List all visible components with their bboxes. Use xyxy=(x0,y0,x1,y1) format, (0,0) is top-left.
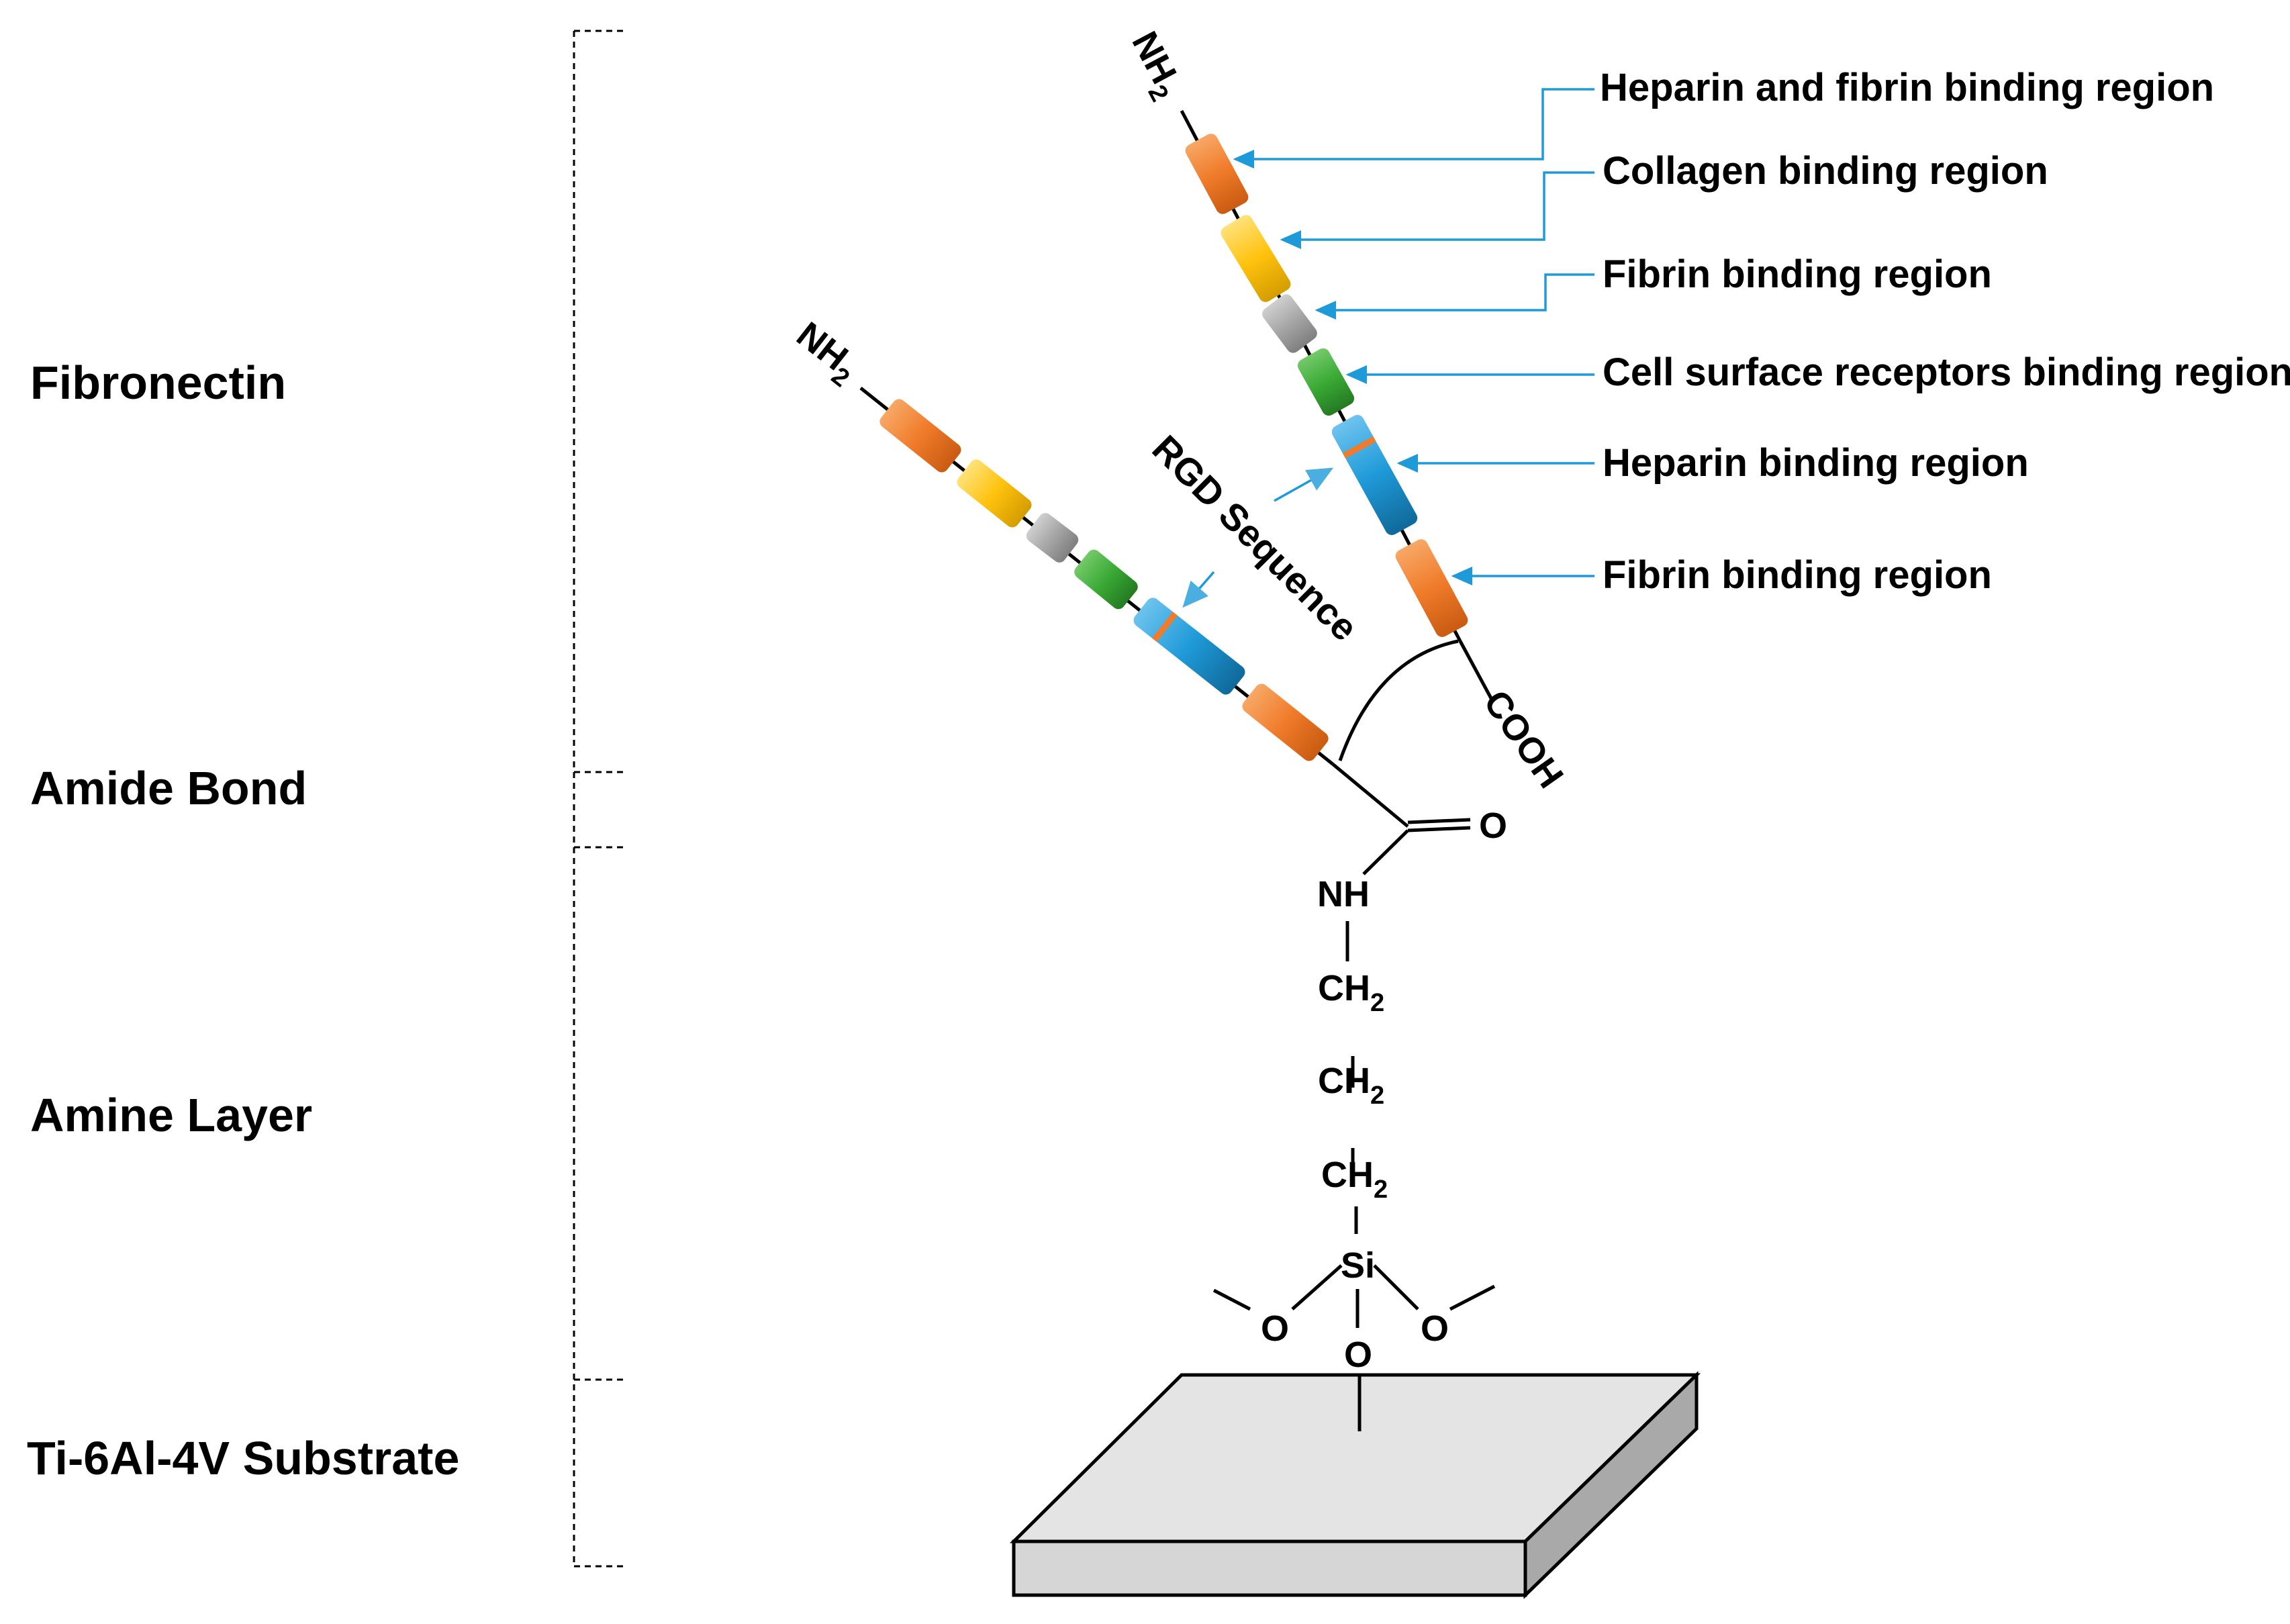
chain-right-segment-cell-receptor xyxy=(1297,348,1355,416)
region-arrow-2 xyxy=(1315,273,1594,320)
label-o-carbonyl: O xyxy=(1479,806,1507,846)
chain-right-segment-heparin xyxy=(1331,415,1418,535)
chain-right-rgd-marker xyxy=(1342,436,1376,459)
fibronectin-chain-left: NH2 xyxy=(785,314,1334,765)
region-label-3: Cell surface receptors binding region xyxy=(1603,350,2290,394)
label-o-left: O xyxy=(1261,1308,1289,1349)
chain-right-cooh: COOH xyxy=(1476,683,1571,795)
angle-arc xyxy=(1338,639,1459,761)
substrate-slab xyxy=(1009,1371,1701,1599)
layer-label-amine-layer: Amine Layer xyxy=(30,1089,312,1141)
layer-label-amide-bond: Amide Bond xyxy=(30,762,307,814)
amine-chain xyxy=(1212,763,1496,1431)
chain-right-segment-collagen xyxy=(1221,215,1291,302)
chain-left-segment-collagen xyxy=(957,459,1032,528)
chain-right-cooh-bond xyxy=(1458,640,1494,701)
chain-right-nh2: NH2 xyxy=(1118,25,1191,106)
chain-left-segment-cell-receptor xyxy=(1074,549,1138,610)
fibronectin-chain-right: NH2 COOH xyxy=(1118,25,1571,795)
chain-right-segment-fibrin xyxy=(1262,294,1317,353)
label-ch2-1: CH2 xyxy=(1318,968,1384,1017)
region-labels: Heparin and fibrin binding region Collag… xyxy=(1600,66,2290,597)
region-label-0: Heparin and fibrin binding region xyxy=(1600,66,2214,109)
layer-brackets xyxy=(573,30,624,1568)
label-o-right: O xyxy=(1421,1308,1449,1349)
layer-labels: Fibronectin Amide Bond Amine Layer Ti-6A… xyxy=(27,356,459,1484)
chain-left-rgd-marker xyxy=(1151,612,1178,642)
label-si: Si xyxy=(1341,1245,1375,1286)
chain-left-nh2: NH2 xyxy=(785,314,867,393)
region-label-1: Collagen binding region xyxy=(1603,149,2048,193)
layer-label-substrate: Ti-6Al-4V Substrate xyxy=(27,1432,459,1484)
chemistry-labels: O NH CH2 CH2 CH2 Si O O O xyxy=(1261,806,1507,1375)
region-arrow-1 xyxy=(1280,171,1594,249)
chain-left-segment-fibrin-c xyxy=(1242,683,1329,761)
region-label-4: Heparin binding region xyxy=(1603,441,2029,485)
chain-left-segment-fibrin xyxy=(1026,513,1079,563)
rgd-arrow-upper xyxy=(1274,467,1334,502)
chain-right-segment-heparin-fibrin xyxy=(1185,134,1249,214)
label-ch2-3: CH2 xyxy=(1321,1155,1388,1204)
label-o-bottom: O xyxy=(1344,1335,1372,1375)
region-label-2: Fibrin binding region xyxy=(1603,252,1992,296)
label-nh: NH xyxy=(1317,874,1370,914)
substrate-front-face xyxy=(1012,1539,1527,1597)
region-label-5: Fibrin binding region xyxy=(1603,553,1992,597)
chain-left-segment-heparin-fibrin xyxy=(879,399,961,473)
chain-left-segment-heparin xyxy=(1133,598,1245,695)
chain-right-segment-fibrin-c xyxy=(1395,539,1468,637)
region-arrow-0 xyxy=(1233,88,1594,169)
substrate-side-face xyxy=(1523,1371,1699,1599)
rgd-arrow-lower xyxy=(1182,571,1215,608)
layer-label-fibronectin: Fibronectin xyxy=(30,356,286,409)
region-callouts xyxy=(1233,88,1594,585)
label-ch2-2: CH2 xyxy=(1318,1061,1384,1110)
